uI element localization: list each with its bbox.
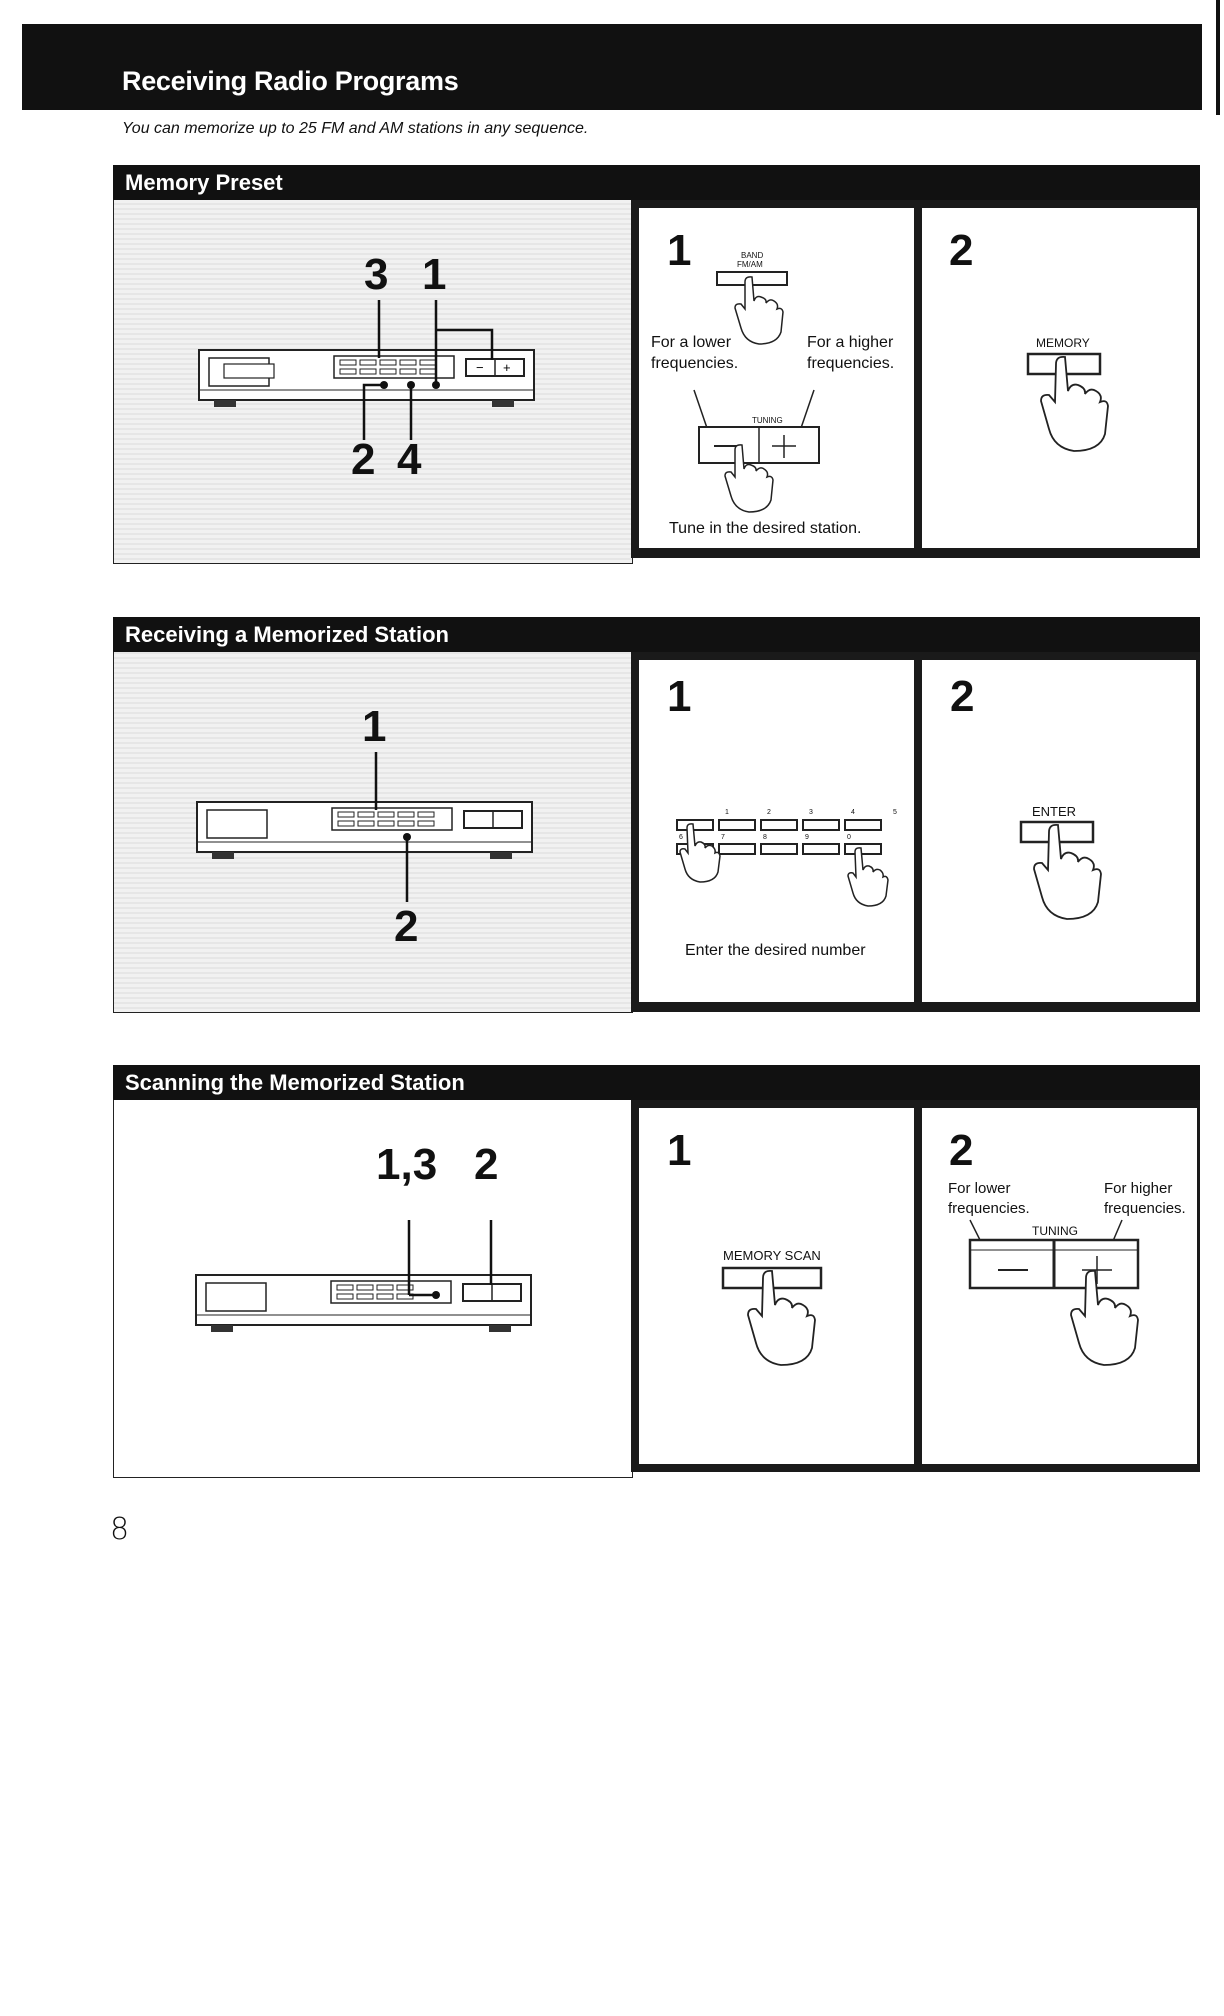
svg-text:+: + bbox=[503, 360, 511, 375]
enter-button-press bbox=[1019, 820, 1102, 920]
page-title-bar: Receiving Radio Programs bbox=[22, 24, 1202, 110]
step-number: 1 bbox=[667, 226, 692, 275]
steps-panel: 1 BAND FM/AM For a lower frequencies. Fo… bbox=[631, 200, 1200, 558]
numeric-keypad-press bbox=[676, 819, 889, 907]
step-1-box: 1 BAND FM/AM For a lower frequencies. Fo… bbox=[639, 208, 914, 548]
steps-panel: 1 1 2 3 4 5 6 7 8 9 bbox=[631, 652, 1200, 1012]
memory-scan-button-press bbox=[721, 1266, 823, 1366]
step-number: 2 bbox=[949, 1126, 974, 1175]
step-number: 1 bbox=[667, 672, 692, 721]
tuning-buttons-press bbox=[968, 1219, 1140, 1366]
memory-scan-button-label: MEMORY SCAN bbox=[723, 1248, 821, 1263]
tuning-label: TUNING bbox=[1032, 1224, 1078, 1238]
callout-step-4: 4 bbox=[397, 435, 422, 484]
callout-step-2: 2 bbox=[351, 435, 376, 484]
tuner-illustration: − + bbox=[198, 300, 535, 440]
step-1-box: 1 1 2 3 4 5 6 7 8 9 bbox=[639, 660, 914, 1002]
lower-label-line1: For a lower bbox=[651, 334, 732, 351]
key-number: 8 bbox=[763, 834, 767, 841]
higher-label-line2: frequencies. bbox=[1104, 1200, 1186, 1217]
page-subtitle: You can memorize up to 25 FM and AM stat… bbox=[122, 120, 589, 137]
callout-step-1: 1 bbox=[362, 702, 387, 751]
tuner-diagram-panel: 1 2 bbox=[113, 652, 633, 1013]
step-number: 2 bbox=[950, 672, 975, 721]
tuner-illustration bbox=[195, 1220, 532, 1332]
key-number: 4 bbox=[851, 809, 855, 816]
callout-step-3: 3 bbox=[364, 250, 389, 299]
section-scanning: Scanning the Memorized Station 1,3 bbox=[113, 1065, 1200, 1479]
lower-label-line2: frequencies. bbox=[948, 1200, 1030, 1217]
callout-step-2: 2 bbox=[474, 1140, 499, 1189]
step-number: 2 bbox=[949, 226, 974, 275]
page-number: 8 bbox=[110, 1512, 130, 1547]
section-heading: Receiving a Memorized Station bbox=[125, 622, 449, 647]
key-number: 7 bbox=[721, 834, 725, 841]
higher-label-line1: For a higher bbox=[807, 334, 894, 351]
edge-mark bbox=[1216, 0, 1220, 115]
tuner-diagram-panel: − + 3 1 2 4 bbox=[113, 200, 633, 564]
step-number: 1 bbox=[667, 1126, 692, 1175]
section-memory-preset: Memory Preset − + bbox=[113, 165, 1200, 565]
section-heading: Scanning the Memorized Station bbox=[125, 1070, 465, 1095]
higher-label-line2: frequencies. bbox=[807, 355, 895, 372]
key-number: 9 bbox=[805, 834, 809, 841]
section-receiving: Receiving a Memorized Station 1 bbox=[113, 617, 1200, 1014]
section-heading-bar: Scanning the Memorized Station bbox=[113, 1065, 1200, 1100]
steps-panel: 1 MEMORY SCAN 2 For lower frequencies. F… bbox=[631, 1100, 1200, 1472]
callout-step-1-3: 1,3 bbox=[376, 1140, 438, 1189]
key-number: 2 bbox=[767, 809, 771, 816]
step-1-caption: Enter the desired number bbox=[685, 942, 866, 959]
step-2-box: 2 MEMORY bbox=[922, 208, 1197, 548]
key-number: 5 bbox=[893, 809, 897, 816]
memory-button-press bbox=[1026, 352, 1109, 452]
memory-button-label: MEMORY bbox=[1036, 336, 1090, 350]
tuning-label: TUNING bbox=[752, 416, 783, 425]
callout-step-2: 2 bbox=[394, 902, 419, 951]
key-number: 0 bbox=[847, 834, 851, 841]
callout-step-1: 1 bbox=[422, 250, 447, 299]
tuner-diagram-panel: 1,3 2 bbox=[113, 1100, 633, 1478]
band-button-press bbox=[693, 271, 820, 513]
step-2-box: 2 ENTER bbox=[922, 660, 1196, 1002]
band-label-bottom: FM/AM bbox=[737, 260, 763, 269]
section-heading-bar: Receiving a Memorized Station bbox=[113, 617, 1200, 652]
lower-label-line2: frequencies. bbox=[651, 355, 739, 372]
lower-label-line1: For lower bbox=[948, 1180, 1011, 1197]
step-1-box: 1 MEMORY SCAN bbox=[639, 1108, 914, 1464]
step-2-box: 2 For lower frequencies. For higher freq… bbox=[922, 1108, 1197, 1464]
band-label-top: BAND bbox=[741, 251, 764, 260]
tuner-illustration bbox=[196, 752, 533, 902]
section-heading: Memory Preset bbox=[125, 170, 283, 195]
key-number: 3 bbox=[809, 809, 813, 816]
key-number: 6 bbox=[679, 834, 683, 841]
section-heading-bar: Memory Preset bbox=[113, 165, 1200, 200]
svg-text:−: − bbox=[476, 360, 484, 375]
higher-label-line1: For higher bbox=[1104, 1180, 1173, 1197]
step-1-caption: Tune in the desired station. bbox=[669, 520, 862, 537]
enter-button-label: ENTER bbox=[1032, 804, 1077, 819]
key-number: 1 bbox=[725, 809, 729, 816]
page-title: Receiving Radio Programs bbox=[122, 66, 459, 96]
